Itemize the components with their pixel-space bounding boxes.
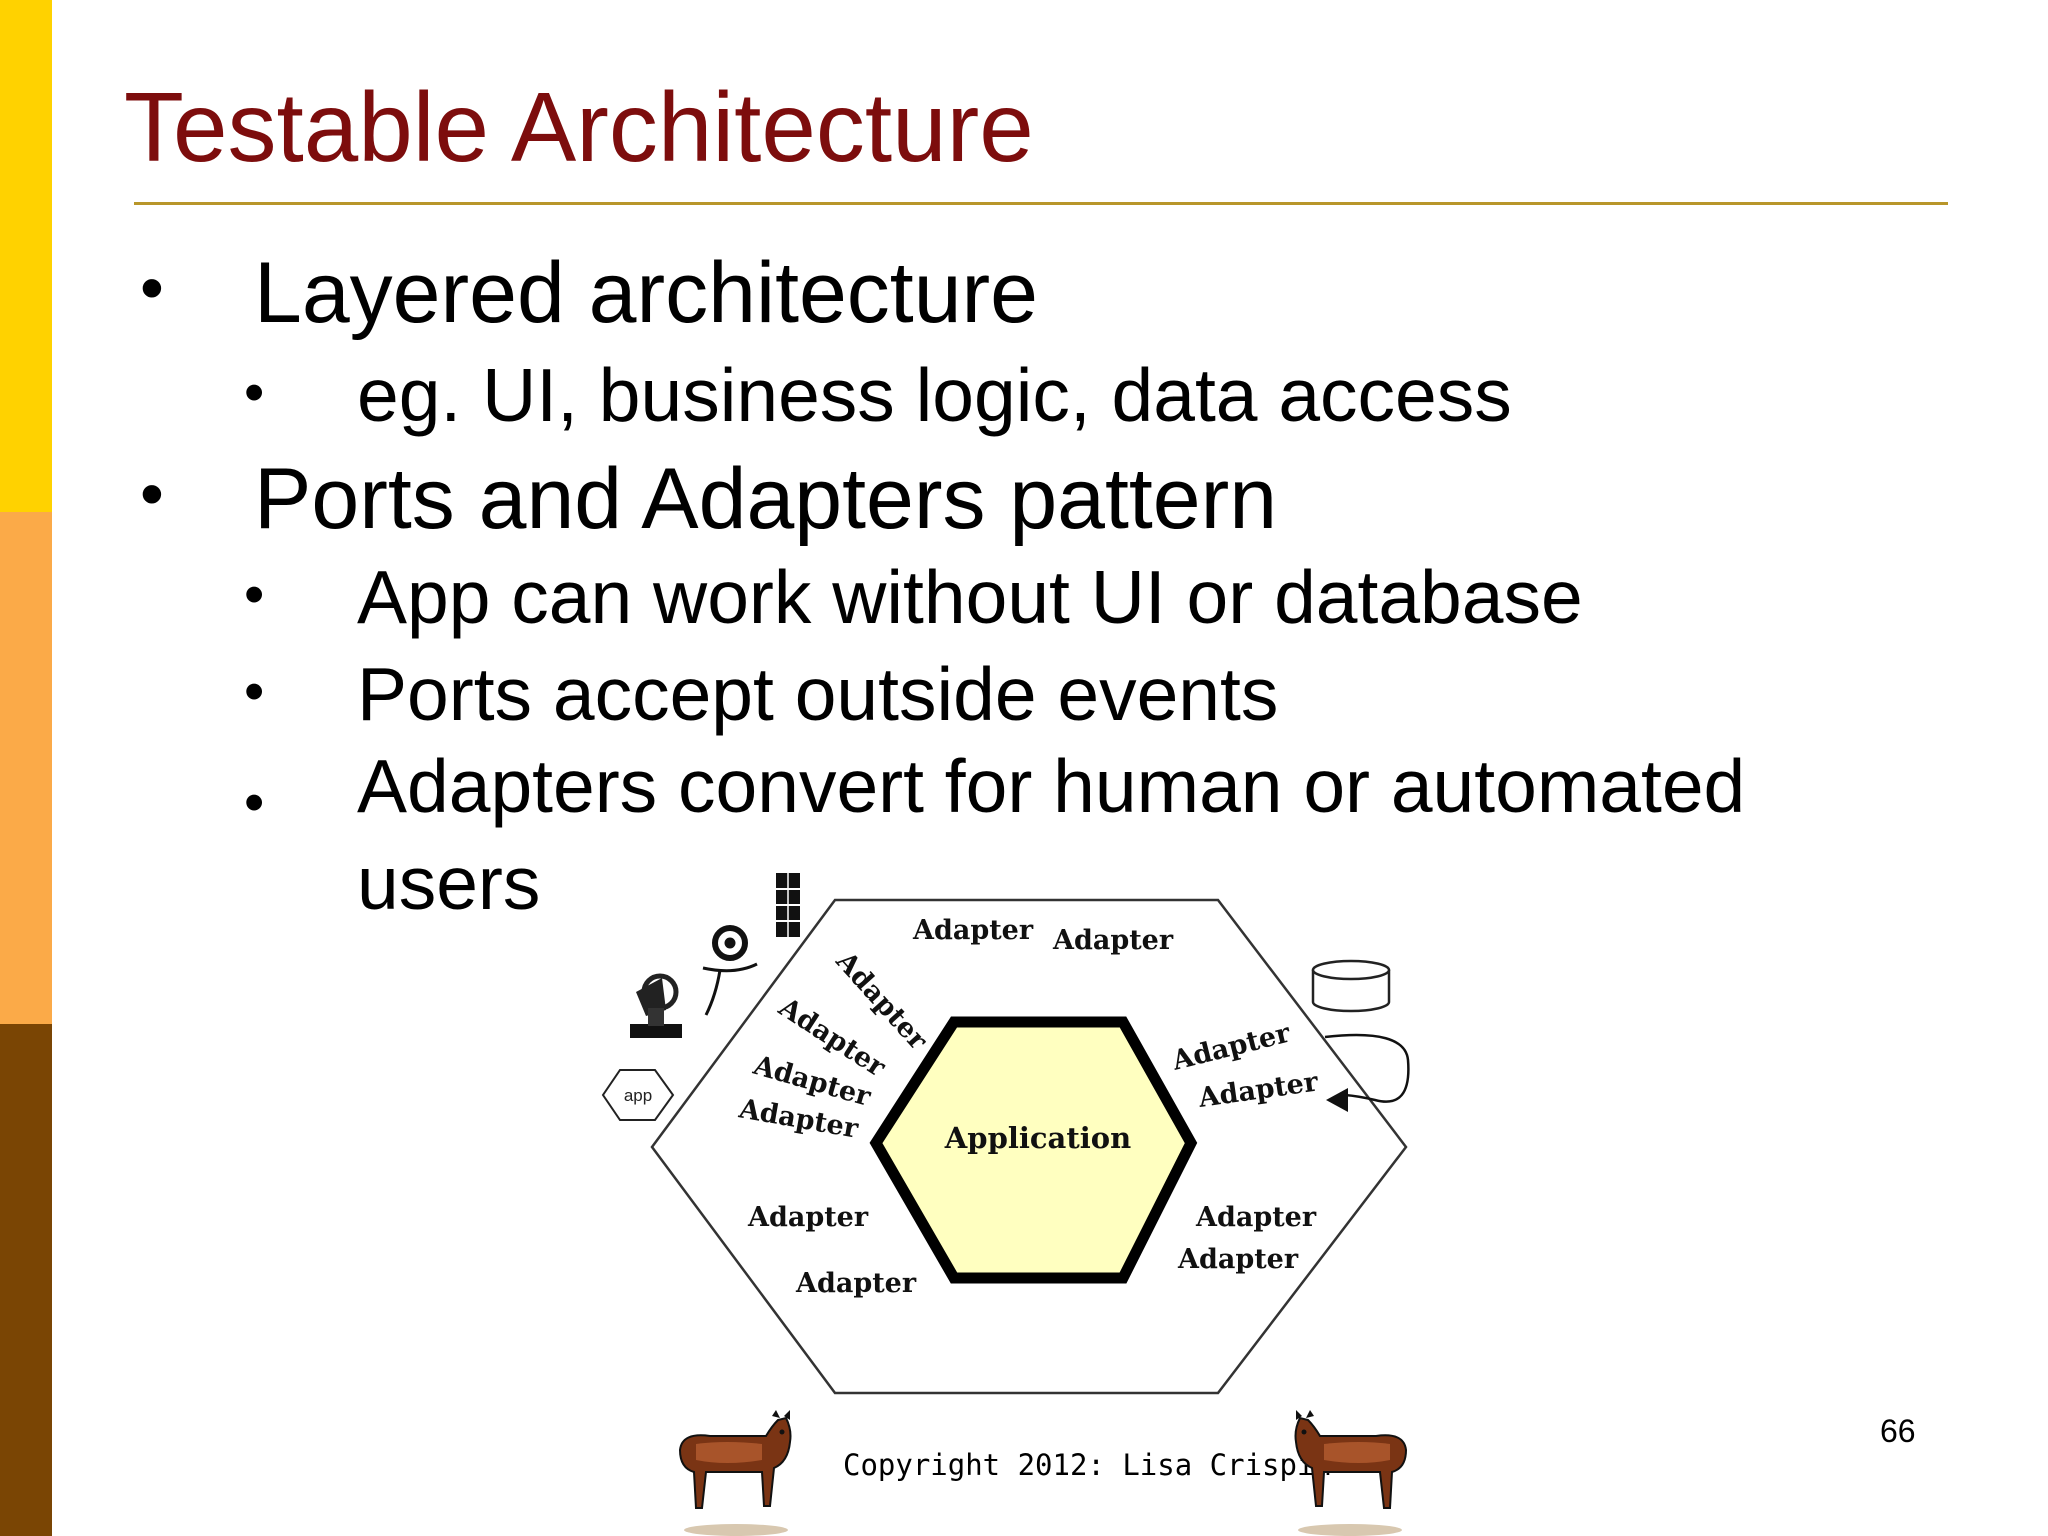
adapter-label: Adapter — [1195, 1202, 1317, 1233]
sub-bullet-layers: • eg. UI, business logic, data access — [244, 358, 1512, 433]
bullet-marker: • — [244, 360, 265, 425]
application-label: Application — [944, 1121, 1131, 1155]
bullet-text: App can work without UI or database — [357, 555, 1583, 639]
adapter-label: Adapter — [747, 1202, 869, 1233]
server-icon — [776, 873, 800, 937]
slide-title: Testable Architecture — [124, 72, 1034, 182]
bullet-text: Ports and Adapters pattern — [254, 451, 1278, 547]
adapter-label: Adapter — [1168, 1017, 1294, 1077]
title-divider — [134, 202, 1948, 205]
donkey-icon-right — [1294, 1410, 1408, 1536]
sidebar-band-orange — [0, 512, 52, 1024]
database-icon — [1311, 959, 1391, 1013]
bullet-marker: • — [244, 770, 265, 835]
sub-bullet-adapters: • Adapters convert for human or automate… — [244, 744, 1917, 948]
arrow-head-icon — [1326, 1088, 1348, 1112]
bullet-text: Layered architecture — [254, 245, 1038, 341]
sidebar-band-yellow — [0, 0, 52, 512]
bullet-marker: • — [140, 456, 164, 532]
bullet-layered: • Layered architecture — [140, 250, 1038, 336]
app-hexagon-icon: app — [601, 1069, 675, 1121]
outer-hexagon — [650, 898, 1408, 1395]
application-hexagon — [869, 1016, 1198, 1284]
page-number: 66 — [1880, 1413, 1916, 1449]
bullet-text: eg. UI, business logic, data access — [357, 353, 1512, 437]
adapter-label: Adapter — [795, 1268, 917, 1299]
donkey-icon-left — [678, 1410, 792, 1536]
bullet-marker: • — [244, 659, 265, 724]
bullet-marker: • — [140, 250, 164, 326]
app-icon-label: app — [624, 1086, 652, 1105]
satellite-dish-icon — [630, 973, 682, 1038]
adapter-label: Adapter — [1052, 925, 1174, 956]
bullet-ports-adapters: • Ports and Adapters pattern — [140, 456, 1277, 542]
copyright-text: Copyright 2012: Lisa Crispin — [843, 1448, 1332, 1482]
adapter-label: Adapter — [912, 915, 1034, 946]
bullet-text: Adapters convert for human or automated … — [357, 744, 1746, 925]
sub-bullet-ports: • Ports accept outside events — [244, 657, 1278, 732]
adapter-label: Adapter — [1196, 1066, 1321, 1114]
user-icon — [702, 925, 758, 1016]
adapter-label: Adapter — [1177, 1244, 1299, 1275]
bullet-marker: • — [244, 562, 265, 627]
bullet-text: Ports accept outside events — [357, 652, 1279, 736]
sub-bullet-no-ui: • App can work without UI or database — [244, 560, 1583, 635]
sidebar-band-brown — [0, 1024, 52, 1536]
loop-arrow-icon — [1324, 1033, 1410, 1103]
